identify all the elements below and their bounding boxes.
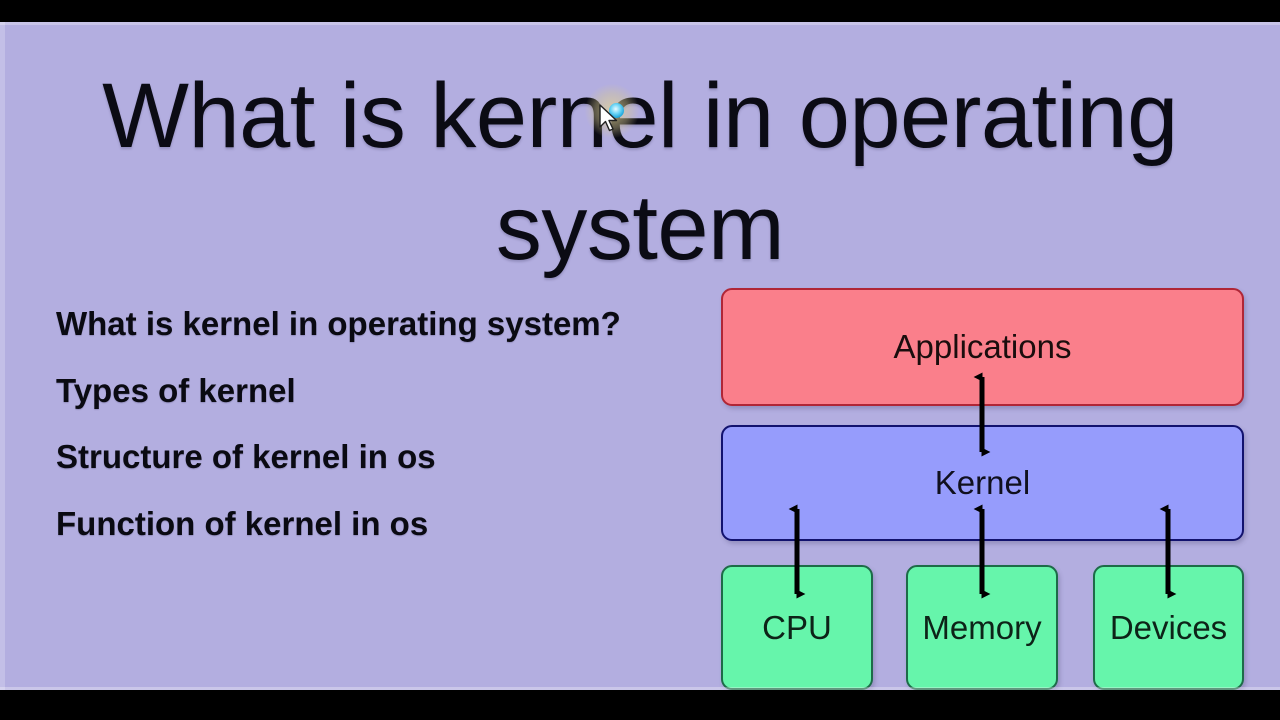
diagram-box-memory-label: Memory [922,608,1042,646]
slide-edge-artifact [0,22,5,690]
presentation-slide: What is kernel in operating system What … [0,22,1280,690]
letterbox-bottom [0,690,1280,720]
diagram-box-kernel-label: Kernel [934,464,1031,501]
agenda-item-4: Function of kernel in os [56,504,429,542]
diagram-box-memory: Memory [906,565,1058,690]
letterbox-top [0,0,1280,22]
diagram-box-applications-label: Applications [893,328,1072,365]
agenda-item-2: Types of kernel [56,371,296,409]
agenda-item-1: What is kernel in operating system? [56,305,621,342]
agenda-item-3: Structure of kernel in os [56,438,436,476]
diagram-box-applications: Applications [721,288,1244,406]
slide-agenda-list: What is kernel in operating system? Type… [56,304,656,543]
diagram-box-cpu-label: CPU [762,608,832,646]
diagram-box-cpu: CPU [721,565,873,690]
slide-title: What is kernel in operating system [102,65,1178,280]
diagram-box-devices: Devices [1093,565,1244,690]
diagram-box-kernel: Kernel [721,425,1244,541]
diagram-box-devices-label: Devices [1109,608,1228,646]
